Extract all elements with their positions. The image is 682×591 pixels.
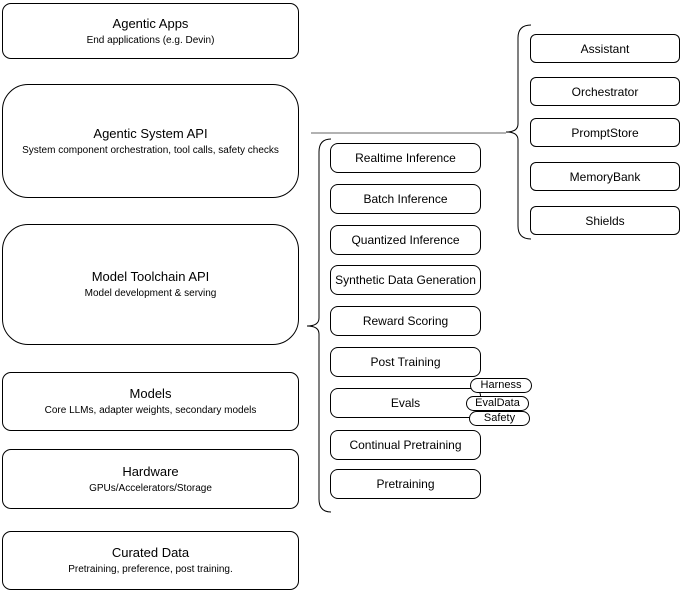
node-curated-data[interactable]: Curated Data Pretraining, preference, po… [2,531,299,590]
node-label: PromptStore [571,125,639,140]
node-title: Agentic System API [93,125,208,141]
node-agentic-system-api[interactable]: Agentic System API System component orch… [2,84,299,198]
tag-label: EvalData [475,397,520,409]
toolchain-capabilities-brace [306,138,332,513]
node-label: Synthetic Data Generation [335,273,476,287]
node-subtitle: End applications (e.g. Devin) [86,34,215,46]
node-title: Curated Data [111,545,190,560]
node-label: Continual Pretraining [349,438,462,452]
tag-safety[interactable]: Safety [469,411,530,426]
node-subtitle: Core LLMs, adapter weights, secondary mo… [44,405,257,416]
node-label: Pretraining [376,477,435,491]
node-assistant[interactable]: Assistant [530,34,680,63]
node-quantized-inference[interactable]: Quantized Inference [330,225,481,255]
node-subtitle: Pretraining, preference, post training. [68,564,233,575]
node-subtitle: System component orchestration, tool cal… [22,144,279,156]
node-label: Batch Inference [363,192,448,206]
node-label: Assistant [580,41,630,56]
tag-harness[interactable]: Harness [470,378,532,393]
node-synthetic-data-generation[interactable]: Synthetic Data Generation [330,265,481,295]
node-batch-inference[interactable]: Batch Inference [330,184,481,214]
node-evals[interactable]: Evals [330,388,481,418]
node-label: Realtime Inference [355,151,456,165]
node-models[interactable]: Models Core LLMs, adapter weights, secon… [2,372,299,431]
tag-label: Harness [480,379,522,391]
system-components-brace [505,24,532,240]
node-post-training[interactable]: Post Training [330,347,481,377]
node-realtime-inference[interactable]: Realtime Inference [330,143,481,173]
node-label: Evals [390,396,421,410]
node-label: Quantized Inference [351,233,460,247]
node-model-toolchain-api[interactable]: Model Toolchain API Model development & … [2,224,299,345]
node-subtitle: Model development & serving [84,288,217,299]
node-memorybank[interactable]: MemoryBank [530,162,680,191]
node-orchestrator[interactable]: Orchestrator [530,77,680,106]
node-title: Hardware [122,463,179,479]
node-title: Agentic Apps [112,15,189,31]
node-hardware[interactable]: Hardware GPUs/Accelerators/Storage [2,449,299,509]
node-title: Model Toolchain API [91,269,210,284]
node-label: Post Training [370,355,441,369]
node-label: Shields [585,213,625,228]
node-label: Orchestrator [571,84,639,99]
node-title: Models [129,386,172,401]
node-label: Reward Scoring [362,314,449,328]
node-continual-pretraining[interactable]: Continual Pretraining [330,430,481,460]
node-pretraining[interactable]: Pretraining [330,469,481,499]
node-reward-scoring[interactable]: Reward Scoring [330,306,481,336]
tag-evaldata[interactable]: EvalData [466,396,529,411]
node-agentic-apps[interactable]: Agentic Apps End applications (e.g. Devi… [2,3,299,59]
node-promptstore[interactable]: PromptStore [530,118,680,147]
node-subtitle: GPUs/Accelerators/Storage [89,482,212,494]
node-shields[interactable]: Shields [530,206,680,235]
tag-label: Safety [483,412,516,424]
node-label: MemoryBank [569,169,641,184]
